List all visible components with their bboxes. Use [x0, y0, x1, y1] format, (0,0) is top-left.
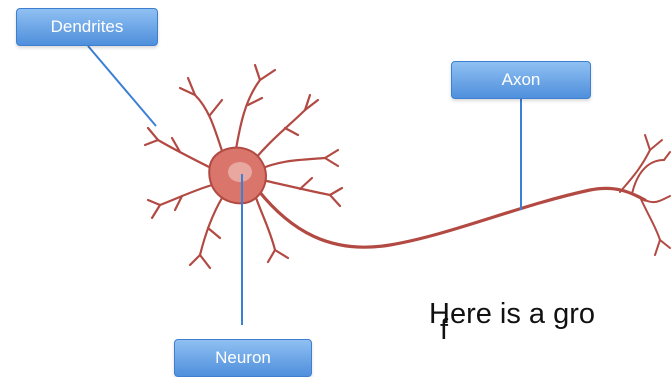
axon-shape — [258, 188, 645, 247]
neuron-diagram — [0, 0, 672, 325]
dendrites-label: Dendrites — [16, 8, 158, 46]
neuron-label: Neuron — [174, 339, 312, 377]
caption-line-2: f — [440, 313, 448, 347]
dendrites-pointer — [88, 46, 156, 126]
axon-label: Axon — [451, 61, 591, 99]
axon-terminal — [620, 135, 670, 255]
soma-nucleus — [228, 162, 252, 182]
caption-line-1: Here is a gro — [429, 297, 595, 331]
neuron-illustration — [145, 65, 670, 268]
